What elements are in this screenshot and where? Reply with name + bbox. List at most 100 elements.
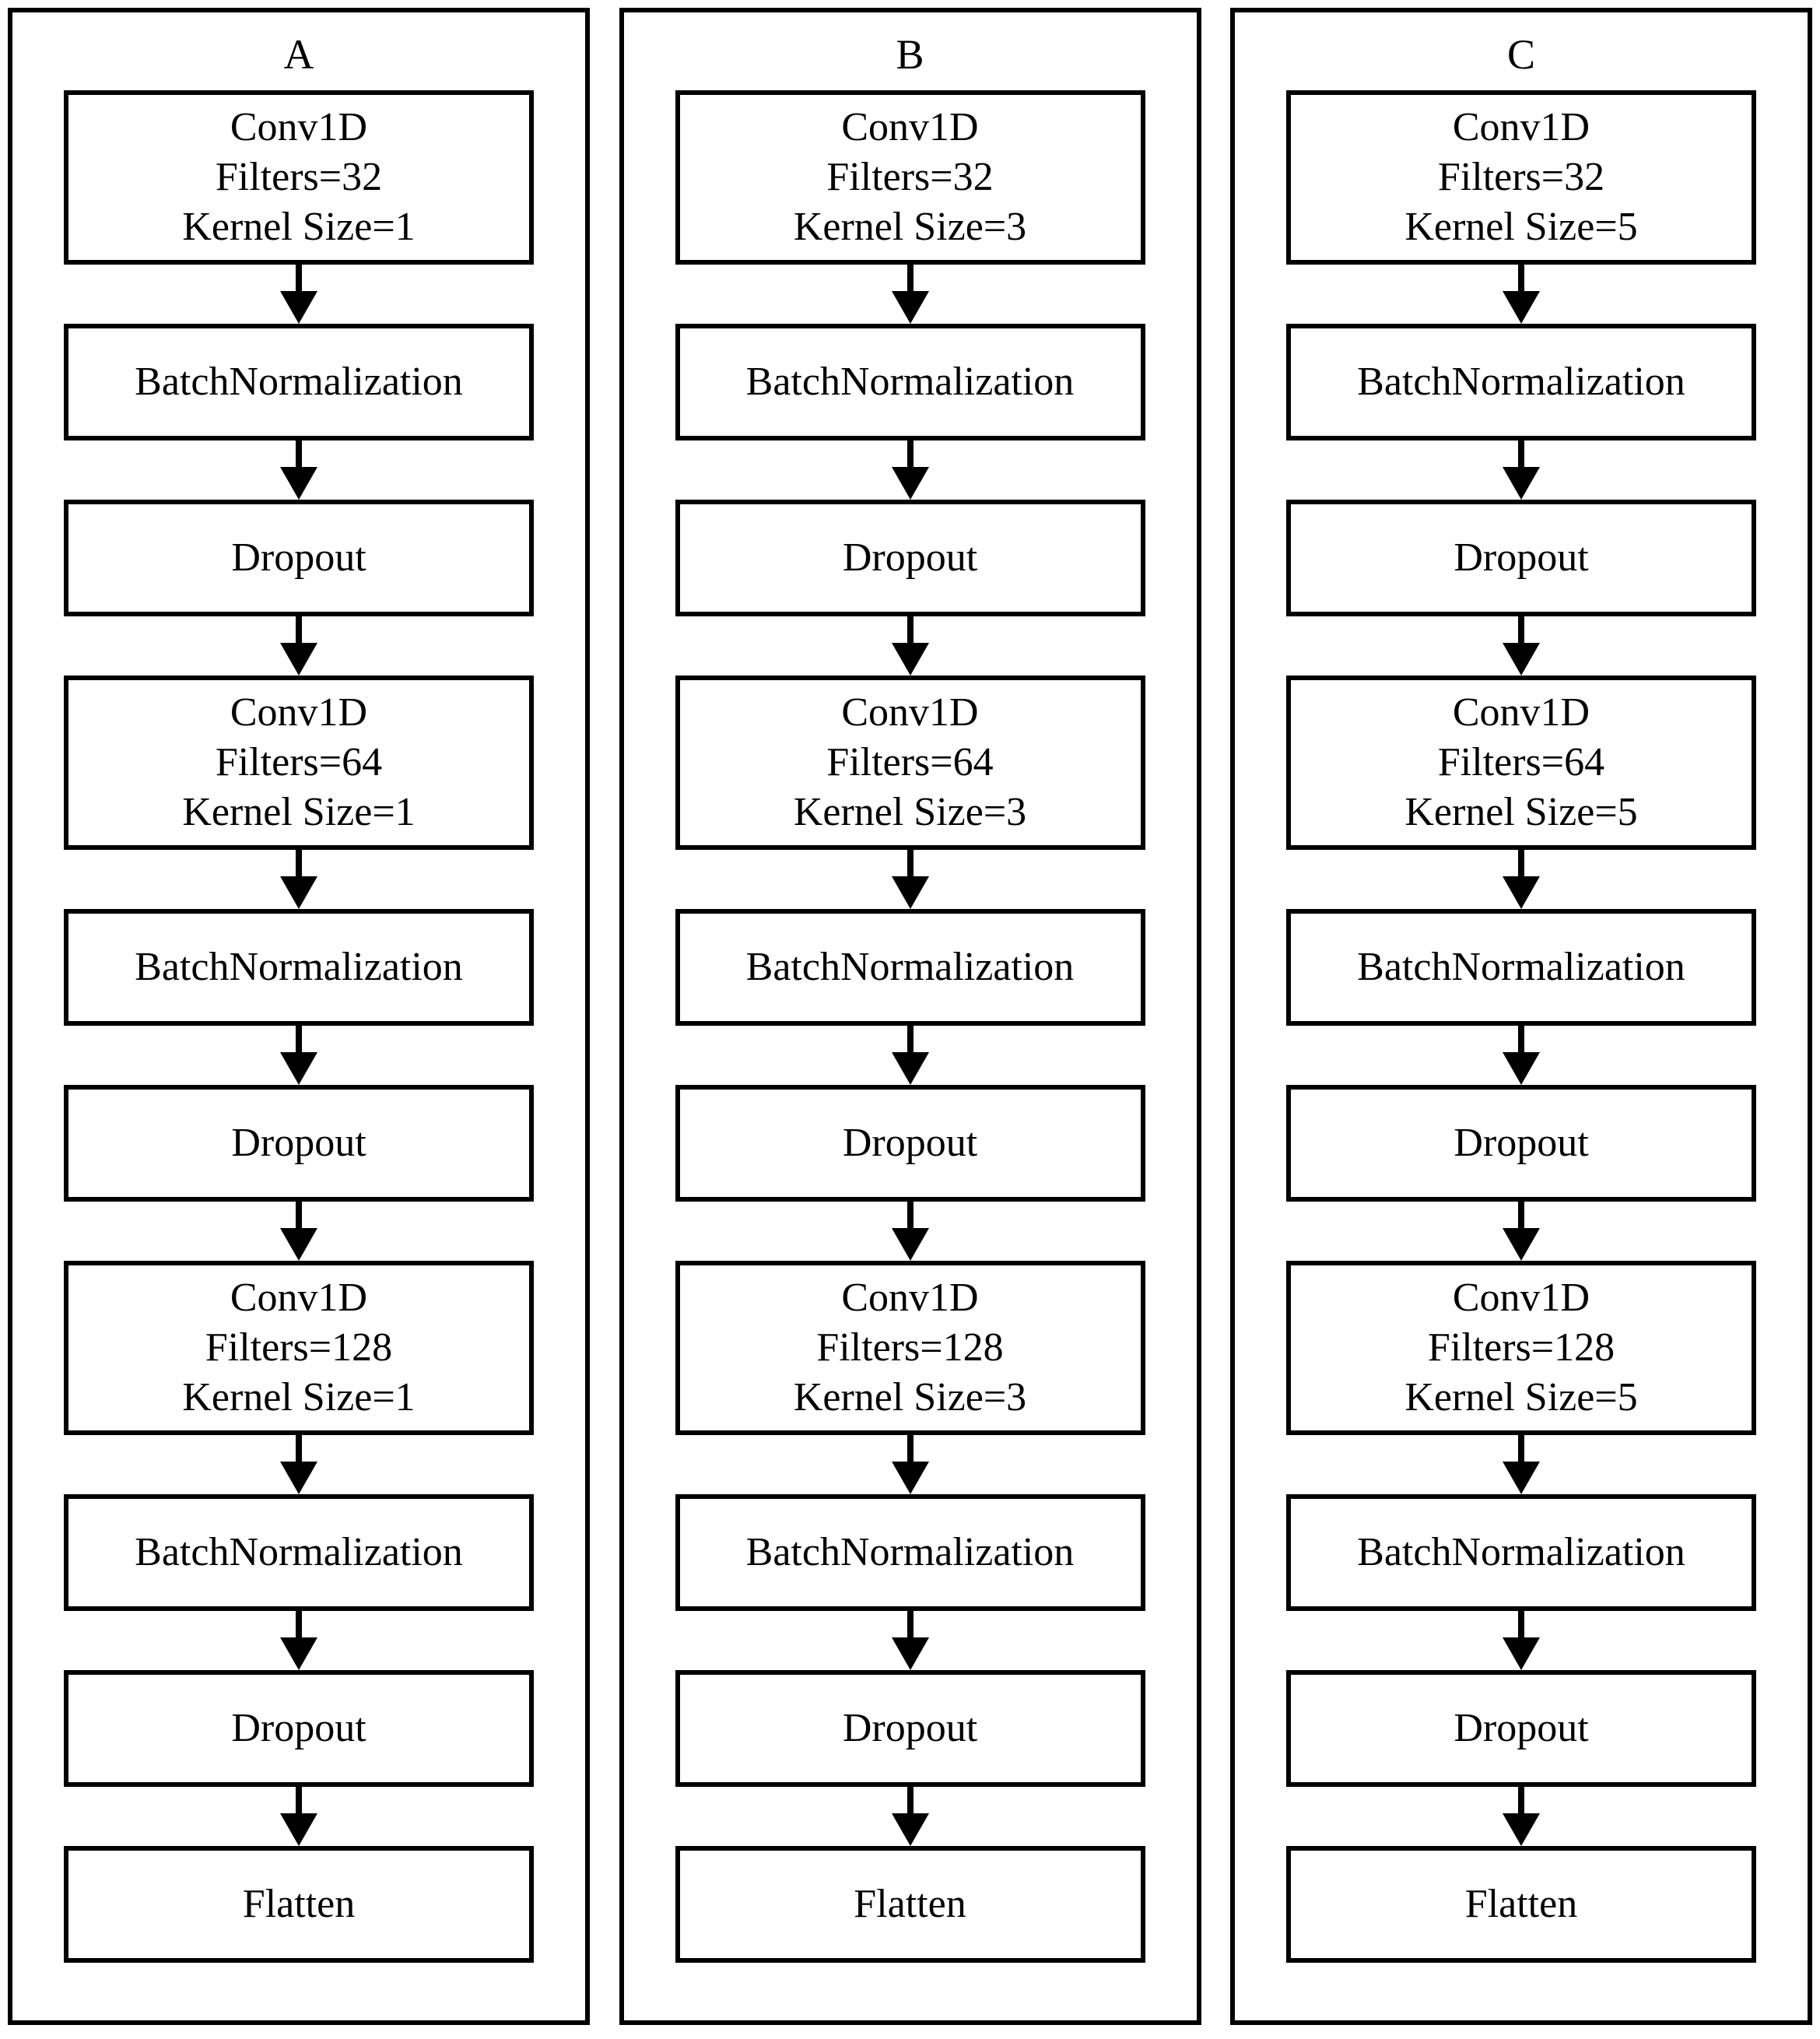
- down-arrow-icon: [280, 265, 317, 324]
- layer-line: Kernel Size=1: [182, 1375, 416, 1420]
- layer-node: Dropout: [1286, 500, 1756, 616]
- layer-line: Filters=32: [826, 155, 994, 199]
- panel-title: A: [283, 31, 314, 78]
- down-arrow-icon: [1503, 265, 1540, 324]
- layer-node: Dropout: [64, 1085, 534, 1202]
- down-arrow-icon: [1503, 1202, 1540, 1261]
- layer-line: Flatten: [1464, 1882, 1578, 1926]
- layer-node: Dropout: [1286, 1670, 1756, 1787]
- layer-node: Flatten: [64, 1846, 534, 1963]
- layer-line: Dropout: [842, 1706, 978, 1750]
- layer-node: BatchNormalization: [675, 324, 1145, 440]
- down-arrow-icon: [1503, 440, 1540, 500]
- layer-line: Dropout: [231, 1706, 366, 1750]
- layer-node: Flatten: [675, 1846, 1145, 1963]
- layer-line: Flatten: [242, 1882, 356, 1926]
- layer-line: Kernel Size=1: [182, 790, 416, 834]
- layer-line: BatchNormalization: [745, 945, 1075, 989]
- panel-title: B: [896, 31, 924, 78]
- down-arrow-icon: [280, 1787, 317, 1846]
- layer-line: Conv1D: [841, 1276, 979, 1320]
- layer-line: Kernel Size=3: [793, 790, 1027, 834]
- layer-line: Conv1D: [841, 105, 979, 149]
- layer-node: Dropout: [64, 500, 534, 616]
- layer-node: BatchNormalization: [1286, 324, 1756, 440]
- layer-line: Kernel Size=3: [793, 205, 1027, 249]
- layer-line: Filters=128: [816, 1325, 1004, 1370]
- layer-node: Dropout: [675, 1085, 1145, 1202]
- down-arrow-icon: [891, 1026, 929, 1085]
- layer-node: BatchNormalization: [64, 1494, 534, 1611]
- layer-line: BatchNormalization: [1357, 945, 1685, 989]
- layer-line: Filters=64: [826, 740, 994, 784]
- layer-line: Conv1D: [1452, 1276, 1590, 1320]
- down-arrow-icon: [280, 440, 317, 500]
- layer-line: Filters=32: [215, 155, 383, 199]
- layer-line: Filters=32: [1437, 155, 1605, 199]
- down-arrow-icon: [280, 1202, 317, 1261]
- down-arrow-icon: [891, 616, 929, 676]
- layer-line: Filters=128: [1427, 1325, 1615, 1370]
- down-arrow-icon: [280, 1611, 317, 1670]
- down-arrow-icon: [1503, 850, 1540, 909]
- layer-line: Conv1D: [230, 1276, 368, 1320]
- layer-node: Dropout: [64, 1670, 534, 1787]
- down-arrow-icon: [280, 850, 317, 909]
- down-arrow-icon: [1503, 1611, 1540, 1670]
- layer-node: BatchNormalization: [64, 324, 534, 440]
- layer-node: Dropout: [1286, 1085, 1756, 1202]
- layer-line: Dropout: [1454, 1706, 1589, 1750]
- layer-line: Filters=128: [205, 1325, 393, 1370]
- layer-node: BatchNormalization: [1286, 909, 1756, 1026]
- layer-line: Conv1D: [841, 690, 979, 735]
- layer-line: Filters=64: [1437, 740, 1605, 784]
- layer-line: BatchNormalization: [745, 1530, 1075, 1574]
- layer-line: BatchNormalization: [745, 360, 1075, 404]
- down-arrow-icon: [1503, 1787, 1540, 1846]
- layer-line: Kernel Size=5: [1404, 1375, 1638, 1420]
- layer-line: Kernel Size=1: [182, 205, 416, 249]
- down-arrow-icon: [891, 1787, 929, 1846]
- down-arrow-icon: [1503, 616, 1540, 676]
- layer-line: Flatten: [854, 1882, 966, 1926]
- layer-line: Kernel Size=5: [1404, 790, 1638, 834]
- layer-node: Flatten: [1286, 1846, 1756, 1963]
- down-arrow-icon: [1503, 1435, 1540, 1494]
- layer-line: Kernel Size=3: [793, 1375, 1027, 1420]
- down-arrow-icon: [891, 265, 929, 324]
- down-arrow-icon: [1503, 1026, 1540, 1085]
- layer-line: BatchNormalization: [1357, 360, 1685, 404]
- layer-line: Dropout: [842, 1121, 978, 1165]
- panel-title: C: [1506, 31, 1536, 78]
- down-arrow-icon: [891, 850, 929, 909]
- down-arrow-icon: [280, 616, 317, 676]
- down-arrow-icon: [891, 440, 929, 500]
- layer-line: BatchNormalization: [1357, 1530, 1685, 1574]
- layer-line: Kernel Size=5: [1404, 205, 1638, 249]
- down-arrow-icon: [280, 1026, 317, 1085]
- layer-line: BatchNormalization: [135, 360, 463, 404]
- layer-line: Conv1D: [1452, 690, 1590, 735]
- layer-node: Dropout: [675, 1670, 1145, 1787]
- layer-line: Conv1D: [230, 105, 368, 149]
- layer-line: BatchNormalization: [135, 1530, 463, 1574]
- layer-line: Dropout: [1454, 535, 1589, 580]
- layer-line: BatchNormalization: [135, 945, 463, 989]
- down-arrow-icon: [891, 1435, 929, 1494]
- layer-line: Dropout: [842, 535, 978, 580]
